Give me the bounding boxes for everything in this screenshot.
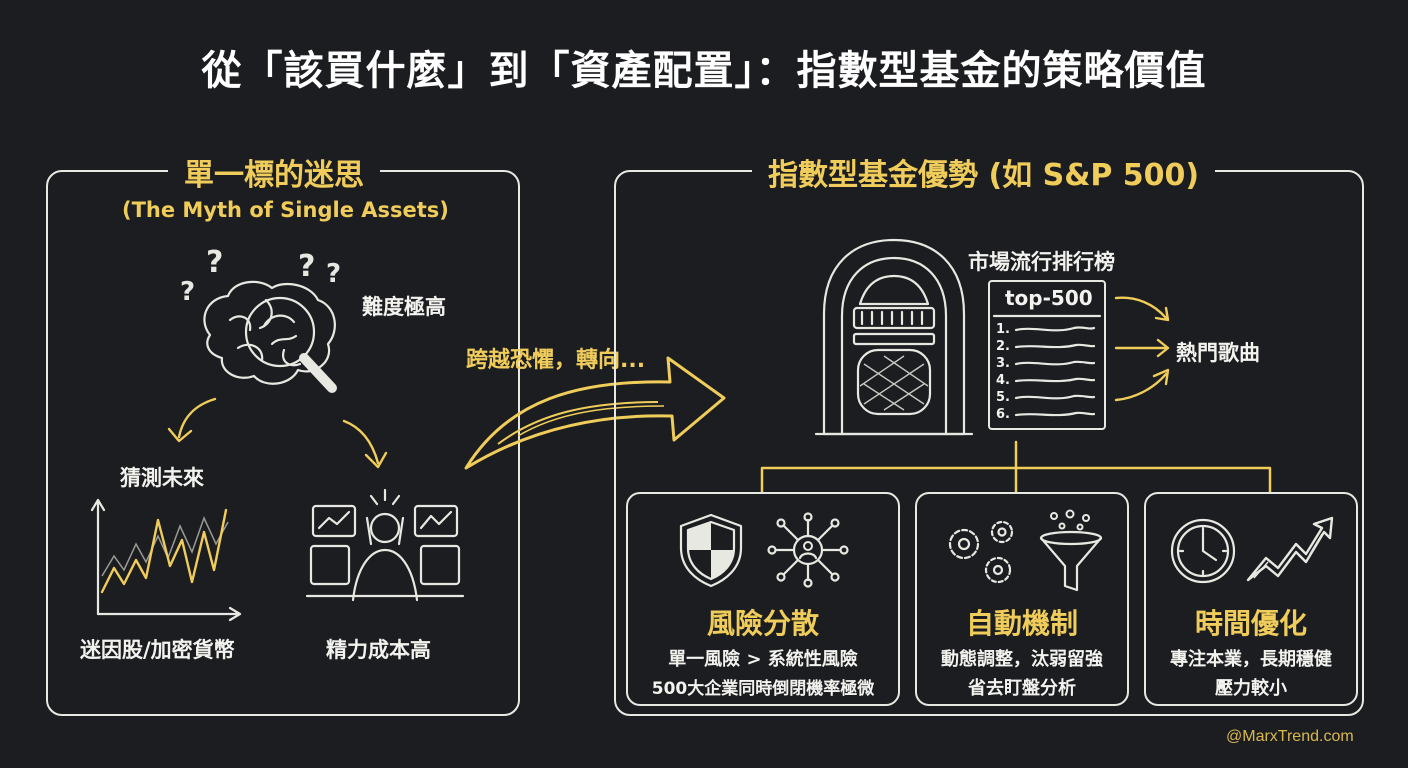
- funnel-icon: [1039, 509, 1103, 592]
- hit-arrows-icon: [1114, 296, 1170, 402]
- svg-text:?: ?: [326, 259, 341, 289]
- chart-title: 市場流行排行榜: [968, 250, 1115, 274]
- top-list-item: 3.: [996, 356, 1010, 371]
- top-list-divider: [992, 314, 1102, 318]
- top-list-item: 2.: [996, 339, 1010, 354]
- page-title: 從「該買什麼」到「資產配置」：指數型基金的策略價值: [201, 48, 1207, 94]
- connector-lines: [760, 440, 1272, 494]
- right-panel-title: 指數型基金優勢 (如 S&P 500): [752, 150, 1216, 194]
- risk-card-line-1: 單一風險 > 系統性風險: [668, 649, 858, 670]
- top-list-item: 6.: [996, 407, 1010, 422]
- hit-songs-label: 熱門歌曲: [1176, 341, 1260, 365]
- big-curved-arrow-icon: [464, 356, 726, 470]
- clock-icon: [1170, 518, 1236, 584]
- network-person-icon: [767, 512, 849, 588]
- top-list-items: 1. 2. 3. 4. 5. 6.: [996, 322, 1100, 424]
- time-card-line-1: 專注本業，長期穩健: [1170, 649, 1332, 670]
- volatile-chart-icon: [90, 498, 242, 622]
- auto-mechanism-card: [915, 492, 1129, 706]
- top-list-item: 4.: [996, 373, 1010, 388]
- auto-card-title: 自動機制: [965, 607, 1078, 640]
- left-panel-subtitle: (The Myth of Single Assets): [122, 198, 449, 222]
- list-scribbles: [1014, 326, 1096, 417]
- guess-future-label: 猜測未來: [120, 466, 204, 490]
- auto-card-line-2: 省去盯盤分析: [968, 678, 1076, 699]
- top-list-item: 5.: [996, 390, 1010, 405]
- svg-text:?: ?: [206, 245, 223, 280]
- watermark: @MarxTrend.com: [1226, 728, 1354, 745]
- risk-diversification-card: [626, 492, 900, 706]
- top-list-item: 1.: [996, 322, 1010, 337]
- effort-cost-label: 精力成本高: [326, 638, 431, 662]
- difficulty-label: 難度極高: [362, 295, 446, 319]
- risk-card-line-2: 500大企業同時倒閉機率極微: [651, 679, 875, 699]
- arrow-right-down-icon: [342, 419, 388, 469]
- risk-card-title: 風險分散: [706, 607, 819, 640]
- svg-text:?: ?: [298, 249, 315, 284]
- top-list-card: [988, 280, 1106, 430]
- brain-magnifier-icon: ? ? ? ?: [180, 245, 341, 393]
- left-panel-title: 單一標的迷思: [168, 150, 380, 194]
- gears-icon: [948, 520, 1014, 584]
- svg-text:?: ?: [180, 277, 195, 307]
- meme-crypto-label: 迷因股/加密貨幣: [80, 638, 235, 662]
- growth-arrow-icon: [1246, 516, 1334, 582]
- shield-icon: [679, 513, 743, 588]
- stressed-trader-icon: [305, 488, 465, 602]
- time-card-line-2: 壓力較小: [1215, 678, 1287, 699]
- time-optimization-card: [1144, 492, 1358, 706]
- top-list-header: top-500: [1005, 286, 1093, 310]
- time-card-title: 時間優化: [1194, 607, 1307, 640]
- arrow-left-down-icon: [167, 397, 217, 443]
- jukebox-icon: [814, 238, 974, 436]
- auto-card-line-1: 動態調整，汰弱留強: [941, 649, 1103, 670]
